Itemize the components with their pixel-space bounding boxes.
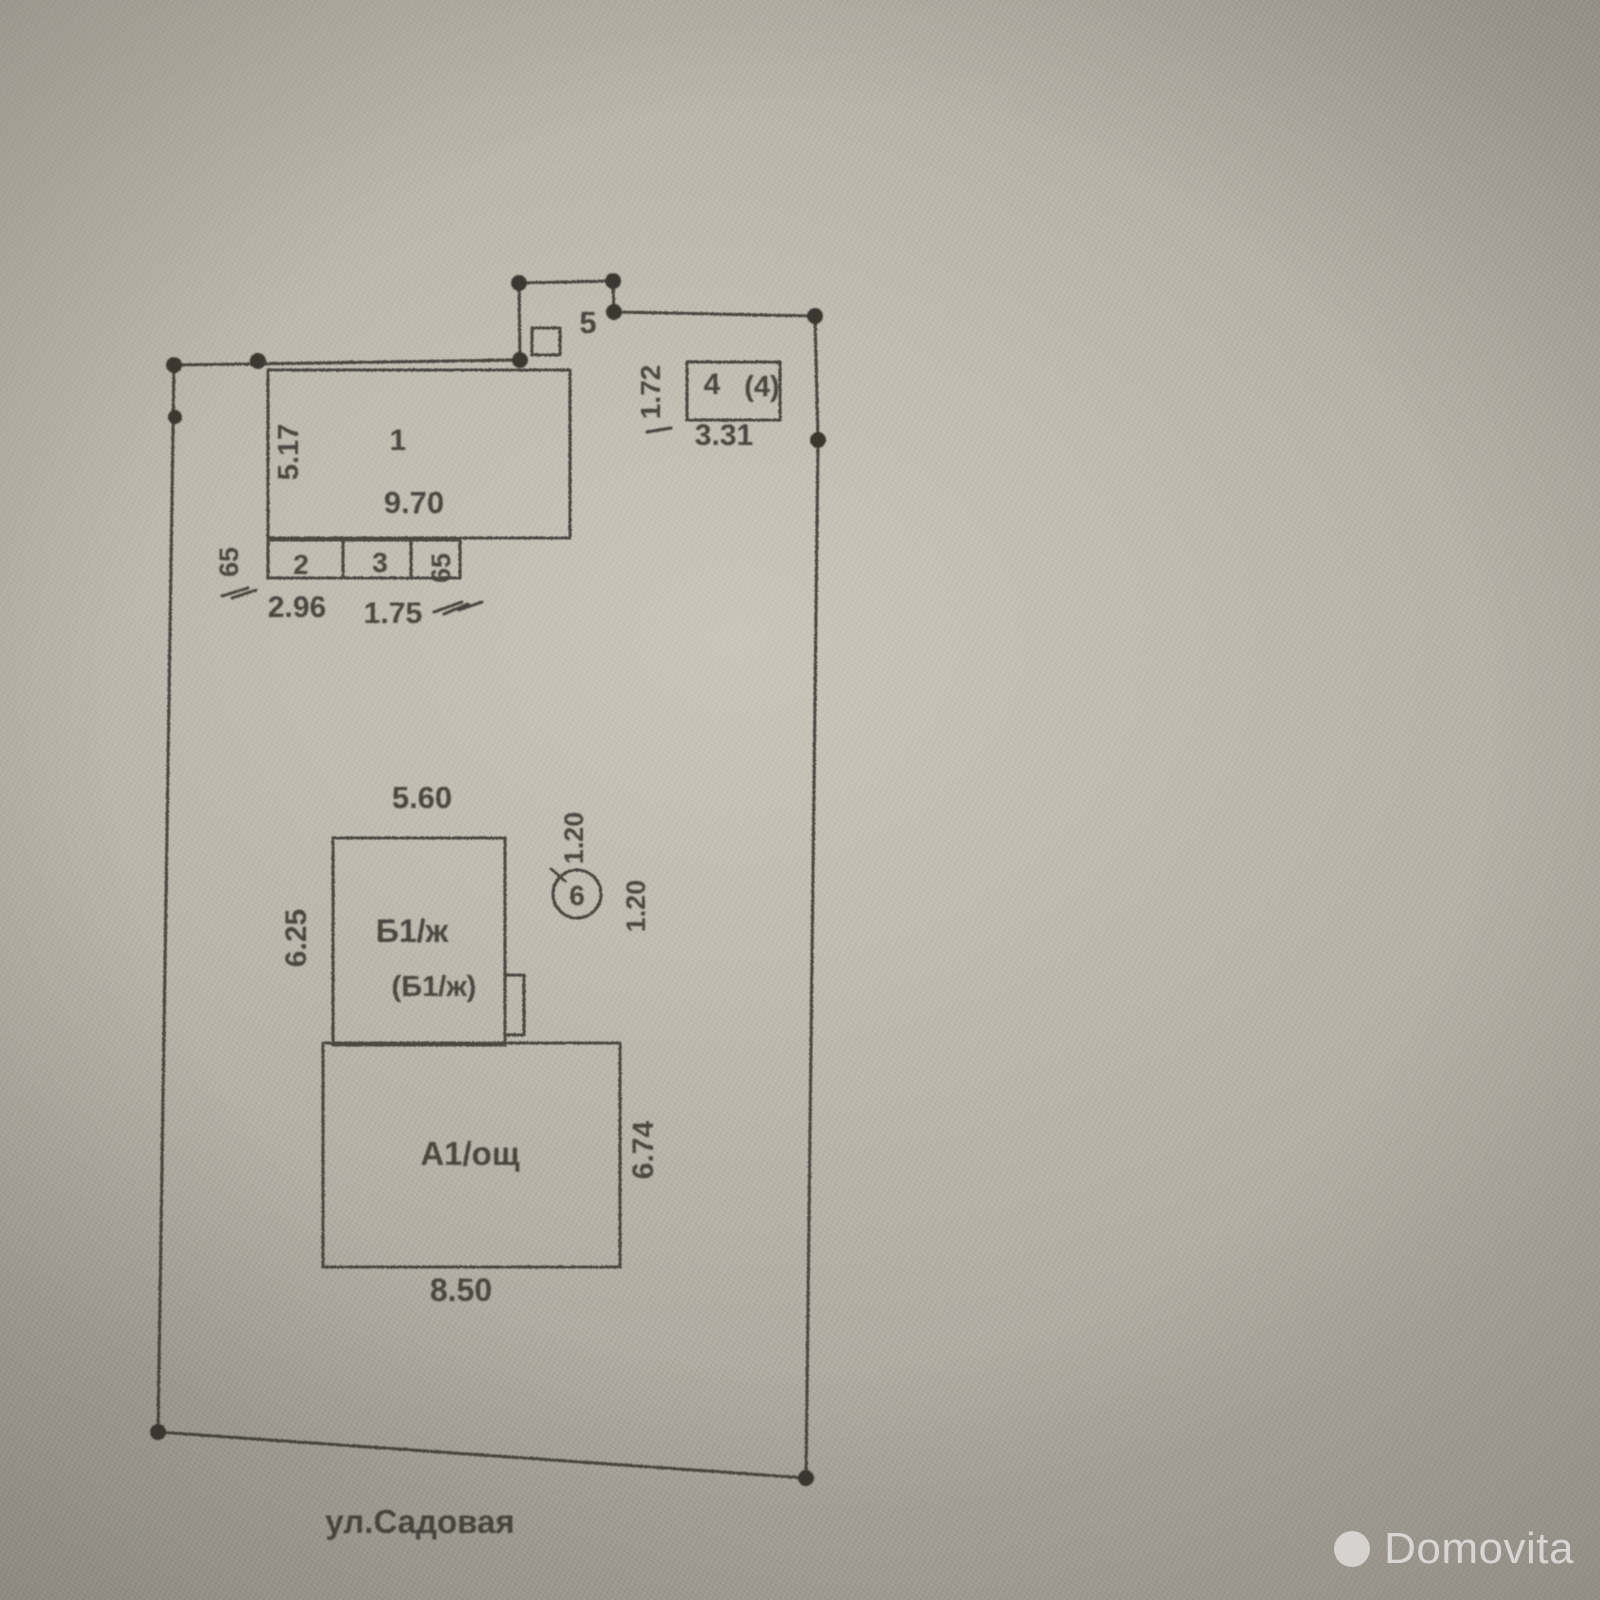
plan-text-labels: 1 9.70 5.17 2 3 65 2.96 1.75 65 5 4 (4) …: [214, 305, 780, 1540]
building-B-outline: [331, 836, 526, 1047]
dimension-9-70: 9.70: [384, 485, 444, 520]
circle-logo-icon: [1334, 1531, 1371, 1567]
building-A-outline: [321, 1041, 622, 1269]
dimension-5-17: 5.17: [273, 424, 305, 480]
domovita-watermark: Domovita: [1334, 1524, 1574, 1574]
room-label-4: 4: [704, 368, 721, 401]
room-label-4-paren: (4): [744, 371, 779, 403]
room-label-2: 2: [293, 549, 309, 580]
boundary-corner-markers: [150, 273, 826, 1486]
dimension-strip-right: 65: [426, 553, 456, 583]
dimension-6-25: 6.25: [280, 909, 313, 967]
watermark-label: Domovita: [1384, 1524, 1574, 1573]
room-label-6: 6: [569, 880, 585, 911]
room-label-B: Б1/ж: [376, 913, 449, 949]
building-1-outline: [266, 368, 572, 580]
dimension-1-75: 1.75: [364, 597, 422, 630]
street-label: ул.Садовая: [325, 1503, 514, 1540]
room-label-A: А1/ощ: [420, 1135, 520, 1172]
dimension-1-72: 1.72: [635, 365, 666, 420]
room-label-5: 5: [579, 305, 596, 340]
dimension-8-50: 8.50: [430, 1272, 492, 1308]
dimension-1-20-b: 1.20: [621, 880, 651, 933]
dimension-ticks: [220, 426, 673, 616]
dimension-65: 65: [214, 547, 244, 577]
dimension-6-74: 6.74: [627, 1120, 660, 1179]
dimension-2-96: 2.96: [268, 591, 326, 624]
building-4-outline: [685, 360, 782, 422]
dimension-3-31: 3.31: [695, 419, 753, 452]
building-6-outline: [549, 867, 603, 920]
room-label-1: 1: [390, 424, 407, 457]
plot-boundary: [156, 279, 820, 1480]
room-label-3: 3: [372, 547, 388, 578]
room-label-B-paren: (Б1/ж): [392, 971, 477, 1003]
dimension-5-60: 5.60: [392, 780, 452, 815]
building-5-outline: [530, 326, 562, 357]
dimension-1-20-a: 1.20: [559, 812, 589, 865]
